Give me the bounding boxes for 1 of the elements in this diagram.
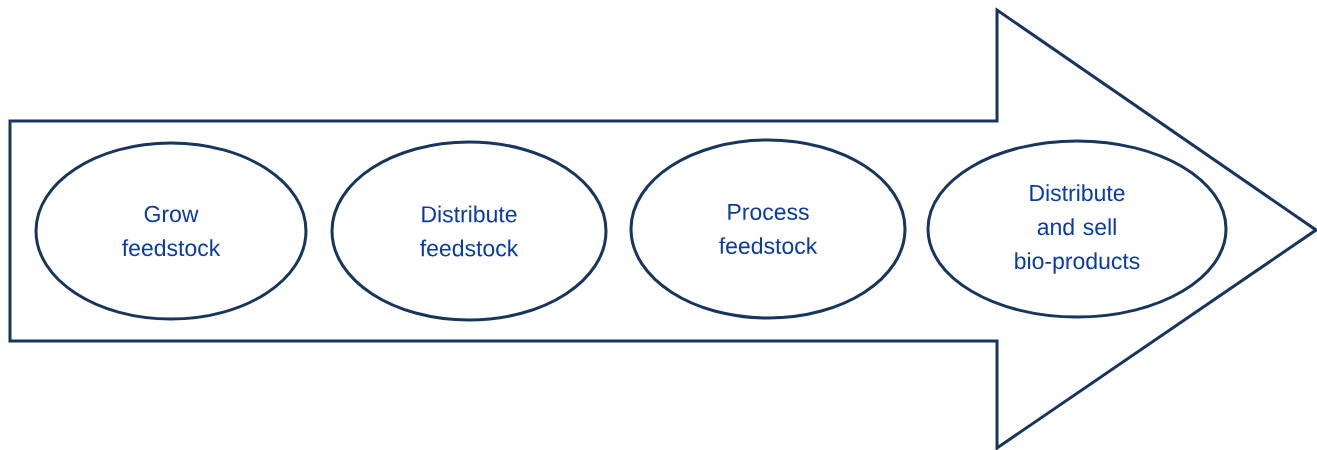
arrow-band (8, 7, 1317, 450)
